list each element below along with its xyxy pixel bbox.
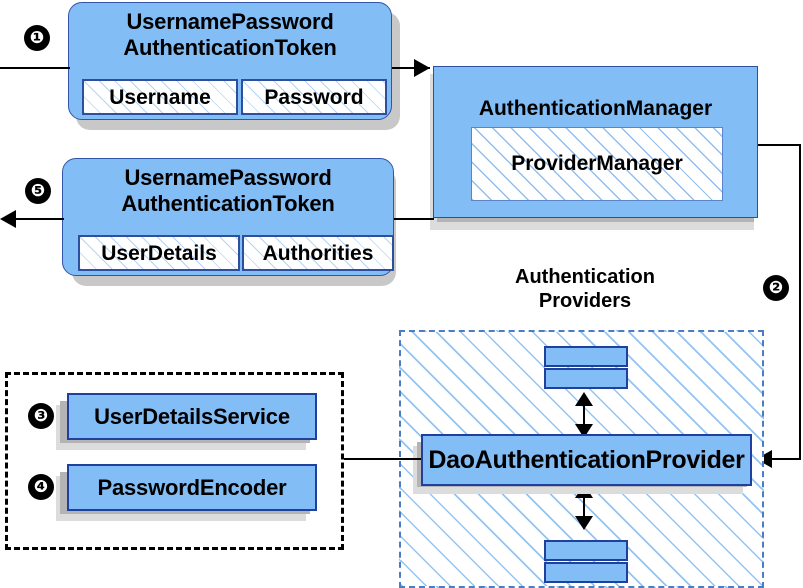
step-badge-5: ❺ bbox=[25, 178, 51, 204]
response-token-field-userdetails[interactable]: UserDetails bbox=[78, 235, 240, 271]
connector-manager-right bbox=[758, 144, 801, 146]
provider-manager-label: ProviderManager bbox=[511, 152, 683, 175]
provider-placeholder-bar-bottom-1[interactable] bbox=[544, 540, 628, 561]
dao-authentication-provider-card[interactable]: DaoAuthenticationProvider bbox=[421, 434, 752, 486]
dao-authentication-provider-label: DaoAuthenticationProvider bbox=[428, 445, 745, 474]
password-encoder-card[interactable]: PasswordEncoder bbox=[67, 464, 317, 511]
arrow-response-out-icon bbox=[0, 210, 16, 228]
response-token-card[interactable]: UsernamePassword AuthenticationToken Use… bbox=[62, 158, 394, 276]
password-encoder-label: PasswordEncoder bbox=[97, 474, 287, 500]
request-token-title-line1: UsernamePassword bbox=[126, 9, 334, 34]
provider-placeholder-bar-top-2[interactable] bbox=[544, 368, 628, 389]
arrow-dao-top-up-icon bbox=[575, 392, 593, 406]
response-token-field-userdetails-label: UserDetails bbox=[101, 241, 217, 265]
request-token-title: UsernamePassword AuthenticationToken bbox=[69, 9, 391, 61]
connector-dao-top bbox=[583, 398, 585, 436]
request-token-title-line2: AuthenticationToken bbox=[123, 35, 337, 60]
arrow-token-to-manager-icon bbox=[414, 59, 430, 77]
step-badge-4: ❹ bbox=[28, 474, 54, 500]
connector-dao-bottom bbox=[583, 490, 585, 528]
connector-request-in bbox=[0, 67, 70, 69]
authentication-manager-title: AuthenticationManager bbox=[478, 97, 713, 120]
request-token-field-username[interactable]: Username bbox=[82, 79, 238, 115]
connector-response-out bbox=[8, 218, 64, 220]
connector-manager-down bbox=[799, 144, 801, 460]
authentication-providers-title-line1: Authentication bbox=[515, 266, 655, 288]
provider-manager-box[interactable]: ProviderManager bbox=[471, 127, 723, 201]
step-badge-3: ❸ bbox=[28, 403, 54, 429]
response-token-title-line1: UsernamePassword bbox=[124, 165, 332, 190]
authentication-providers-title-line2: Providers bbox=[538, 290, 632, 312]
request-token-field-password[interactable]: Password bbox=[241, 79, 387, 115]
provider-placeholder-bar-top-1[interactable] bbox=[544, 346, 628, 367]
response-token-field-authorities-label: Authorities bbox=[262, 241, 374, 265]
step-badge-2: ❷ bbox=[763, 275, 789, 301]
step-badge-1: ❶ bbox=[24, 25, 50, 51]
response-token-field-authorities[interactable]: Authorities bbox=[242, 235, 394, 271]
user-details-service-card[interactable]: UserDetailsService bbox=[67, 393, 317, 440]
authentication-providers-title: Authentication Providers bbox=[470, 265, 700, 313]
request-token-field-password-label: Password bbox=[264, 85, 364, 109]
connector-into-dao bbox=[770, 458, 801, 460]
arrow-dao-bottom-down-icon bbox=[575, 516, 593, 530]
response-token-title: UsernamePassword AuthenticationToken bbox=[63, 165, 393, 217]
connector-manager-to-response bbox=[394, 218, 434, 220]
response-token-title-line2: AuthenticationToken bbox=[121, 191, 335, 216]
authentication-manager-card[interactable]: AuthenticationManager ProviderManager bbox=[433, 66, 758, 218]
request-token-card[interactable]: UsernamePassword AuthenticationToken Use… bbox=[68, 2, 392, 120]
connector-dao-to-services bbox=[338, 458, 421, 460]
connector-token-to-manager bbox=[392, 67, 430, 69]
user-details-service-label: UserDetailsService bbox=[94, 403, 290, 429]
request-token-field-username-label: Username bbox=[109, 85, 211, 109]
provider-placeholder-bar-bottom-2[interactable] bbox=[544, 562, 628, 583]
